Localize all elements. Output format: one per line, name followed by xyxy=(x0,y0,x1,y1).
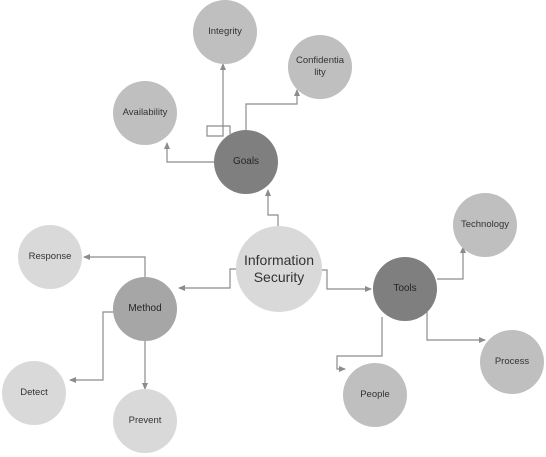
node-integrity: Integrity xyxy=(193,0,257,64)
connector-tools-process xyxy=(426,312,486,343)
connector-center-goals xyxy=(265,189,279,228)
connector-tools-people xyxy=(336,317,383,372)
node-confidentiality: Confidentia lity xyxy=(288,35,352,99)
node-label-integrity: Integrity xyxy=(208,26,242,38)
node-prevent: Prevent xyxy=(113,389,177,453)
node-technology: Technology xyxy=(453,193,517,257)
connector-method-response xyxy=(83,254,146,277)
node-label-information-security: Information Security xyxy=(243,251,315,286)
node-response: Response xyxy=(18,225,82,289)
node-label-availability: Availability xyxy=(122,107,168,119)
connector-center-tools xyxy=(322,269,372,292)
node-label-method: Method xyxy=(128,302,162,314)
node-process: Process xyxy=(480,330,544,394)
node-detect: Detect xyxy=(2,361,66,425)
node-label-prevent: Prevent xyxy=(128,415,162,427)
node-label-people: People xyxy=(360,389,390,401)
connector-goals-integrity xyxy=(206,63,231,137)
node-label-confidentiality: Confidentia lity xyxy=(295,55,345,78)
node-label-goals: Goals xyxy=(232,155,260,167)
node-label-tools: Tools xyxy=(393,282,417,294)
node-label-technology: Technology xyxy=(460,219,510,231)
node-label-detect: Detect xyxy=(20,387,48,399)
node-information-security: Information Security xyxy=(236,226,322,312)
connector-tools-technology xyxy=(437,246,466,280)
node-method: Method xyxy=(113,277,177,341)
node-tools: Tools xyxy=(373,257,437,321)
node-label-response: Response xyxy=(28,251,72,263)
node-label-process: Process xyxy=(494,356,530,368)
node-people: People xyxy=(343,363,407,427)
connector-method-detect xyxy=(69,311,114,383)
connector-center-method xyxy=(178,268,236,291)
connector-goals-availability xyxy=(164,142,216,163)
connector-goals-confidentiality xyxy=(245,89,300,130)
node-availability: Availability xyxy=(113,81,177,145)
node-goals: Goals xyxy=(214,130,278,194)
